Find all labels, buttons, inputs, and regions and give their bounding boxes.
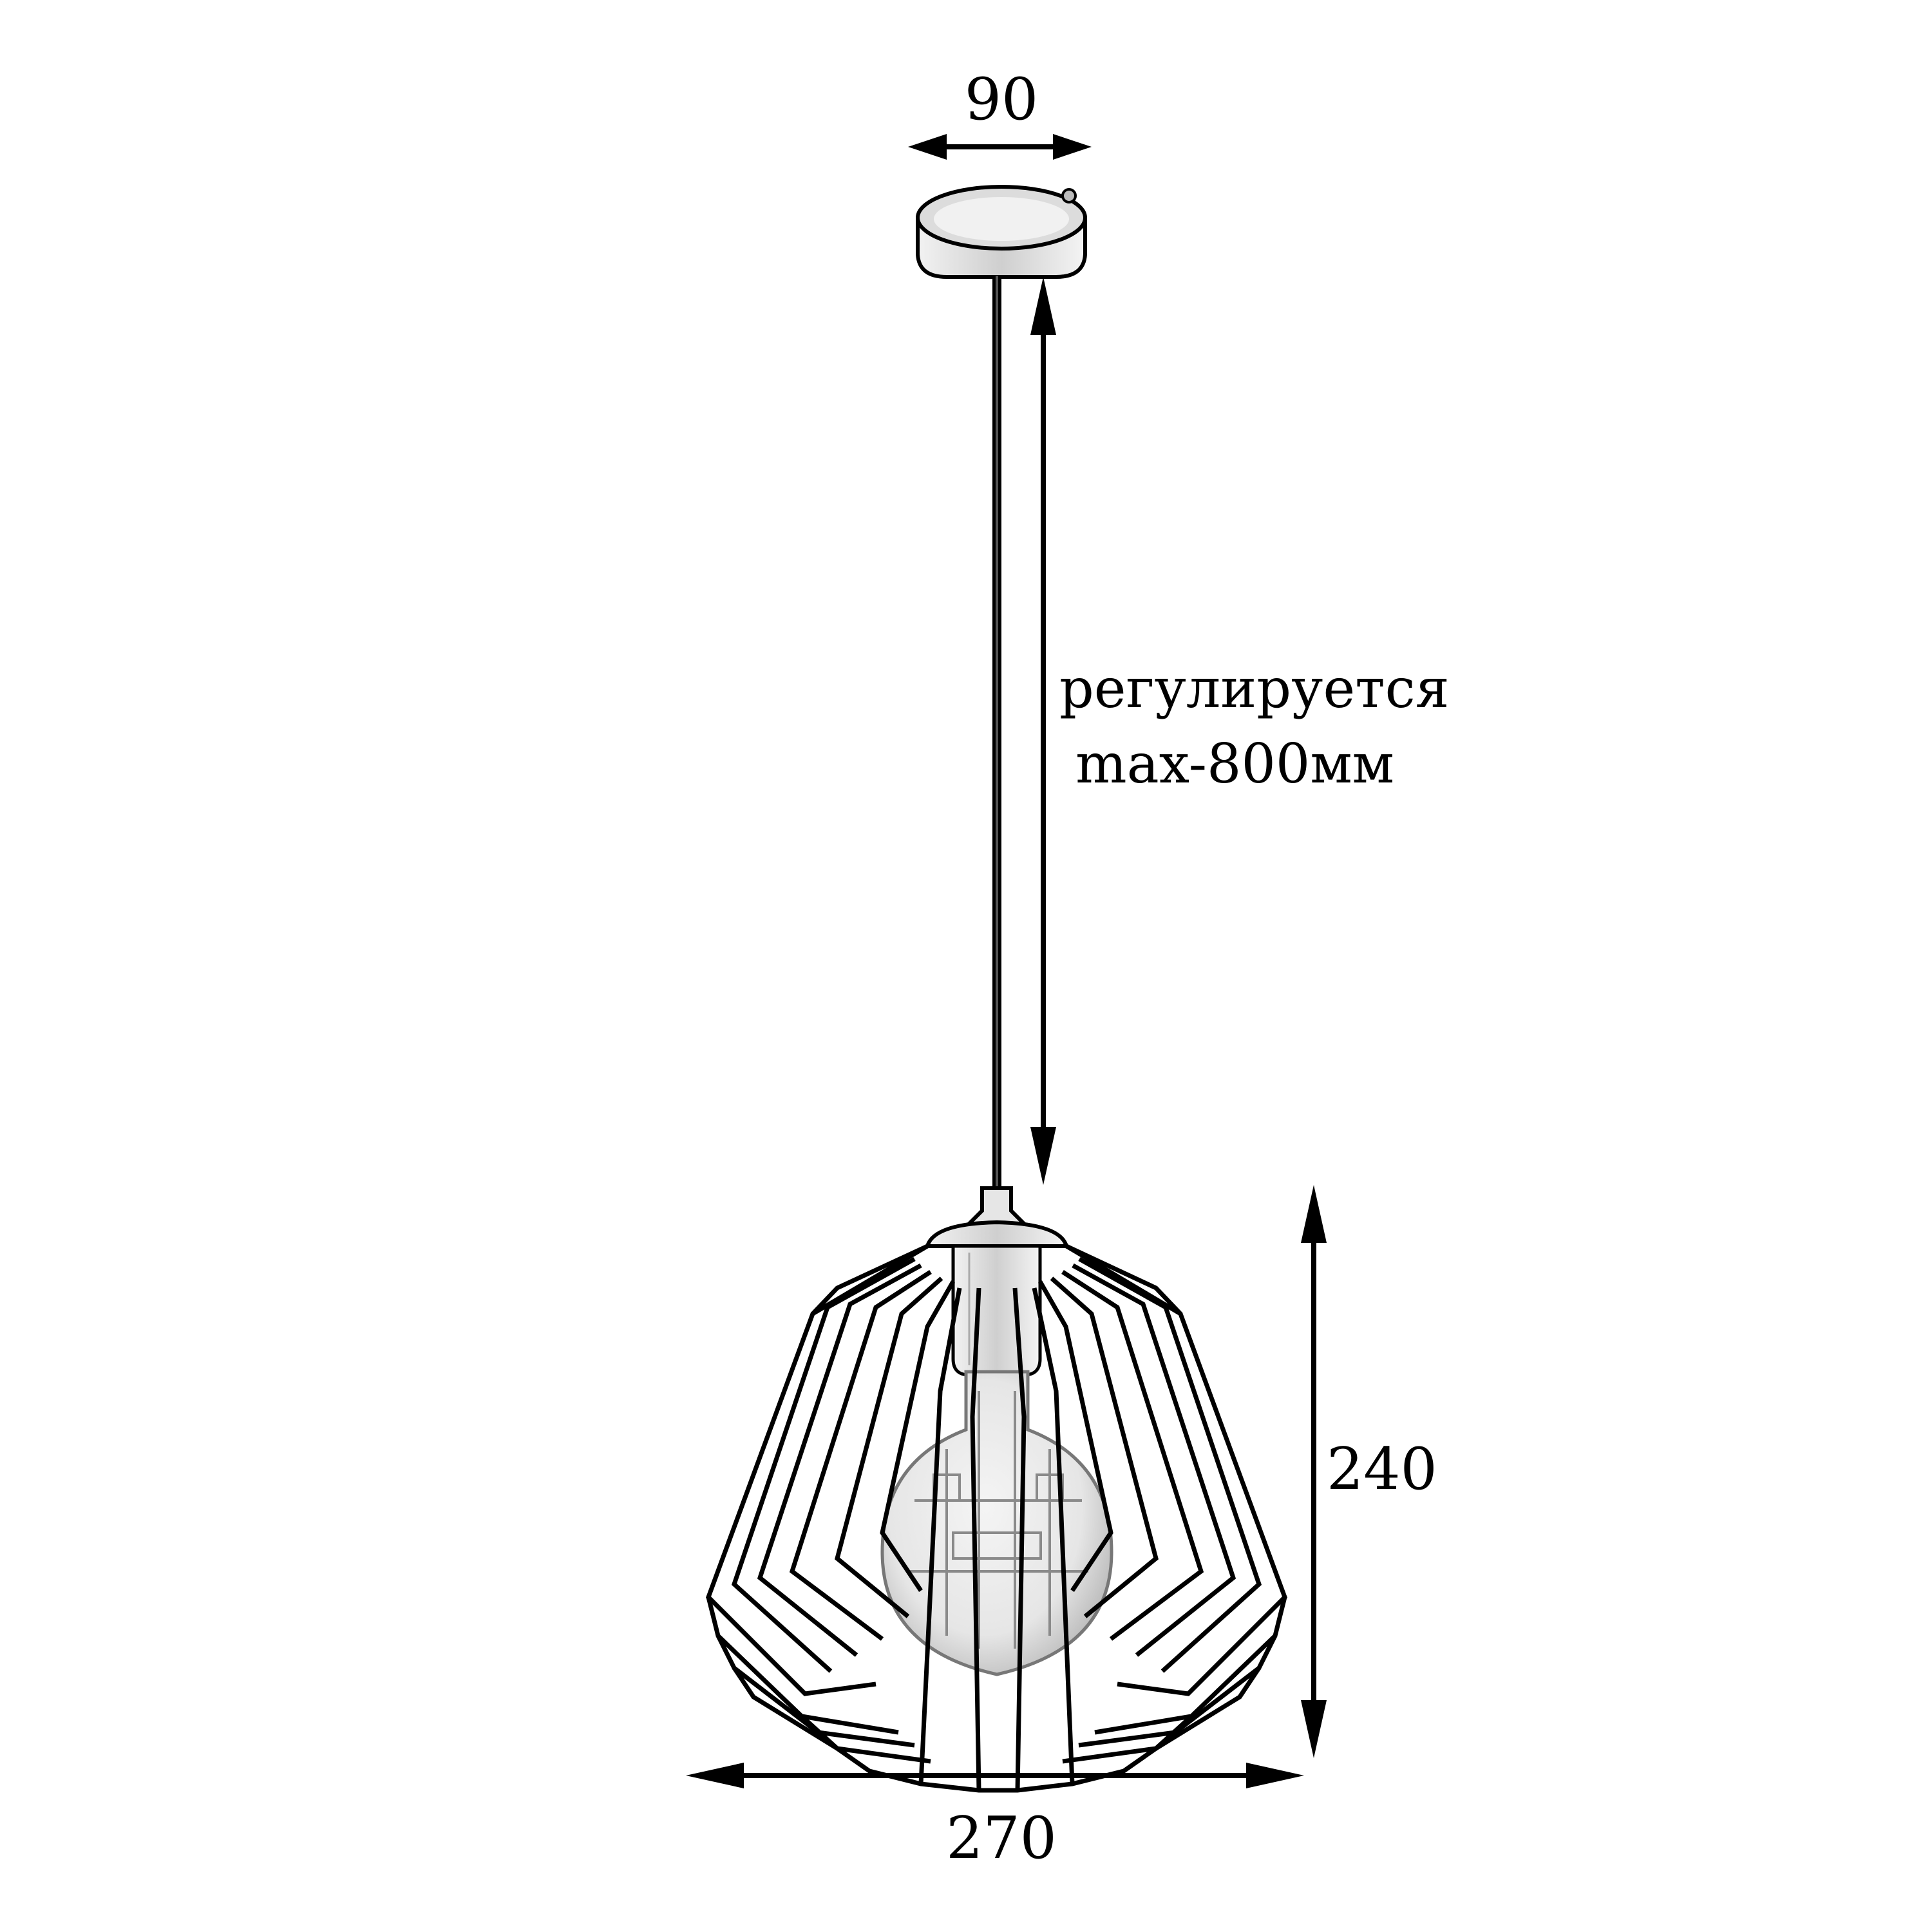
- width-label: 270: [946, 1804, 1057, 1872]
- canopy-width-dimension: 90: [908, 66, 1092, 160]
- lamp-shade: [705, 1186, 1288, 1793]
- width-dimension: 270: [686, 1763, 1304, 1872]
- ceiling-canopy: [916, 185, 1087, 279]
- light-bulb: [880, 1370, 1113, 1676]
- adjustable-label-line1: регулируется: [1059, 657, 1450, 720]
- arrowhead-left-icon: [686, 1763, 744, 1788]
- arrowhead-right-icon: [1246, 1763, 1304, 1788]
- arrowhead-down-icon: [1030, 1127, 1056, 1185]
- arrowhead-down-icon: [1301, 1700, 1327, 1758]
- height-label: 240: [1327, 1435, 1437, 1503]
- arrowhead-up-icon: [1301, 1185, 1327, 1243]
- arrowhead-left-icon: [908, 134, 947, 160]
- arrowhead-right-icon: [1053, 134, 1092, 160]
- arrowhead-up-icon: [1030, 277, 1056, 335]
- height-dimension: 240: [1301, 1185, 1437, 1758]
- canopy-width-label: 90: [965, 66, 1039, 133]
- screw-icon: [1061, 188, 1077, 204]
- adjustable-label-line2: max-800мм: [1075, 732, 1394, 795]
- adjustable-length-dimension: регулируется max-800мм: [1030, 277, 1450, 1185]
